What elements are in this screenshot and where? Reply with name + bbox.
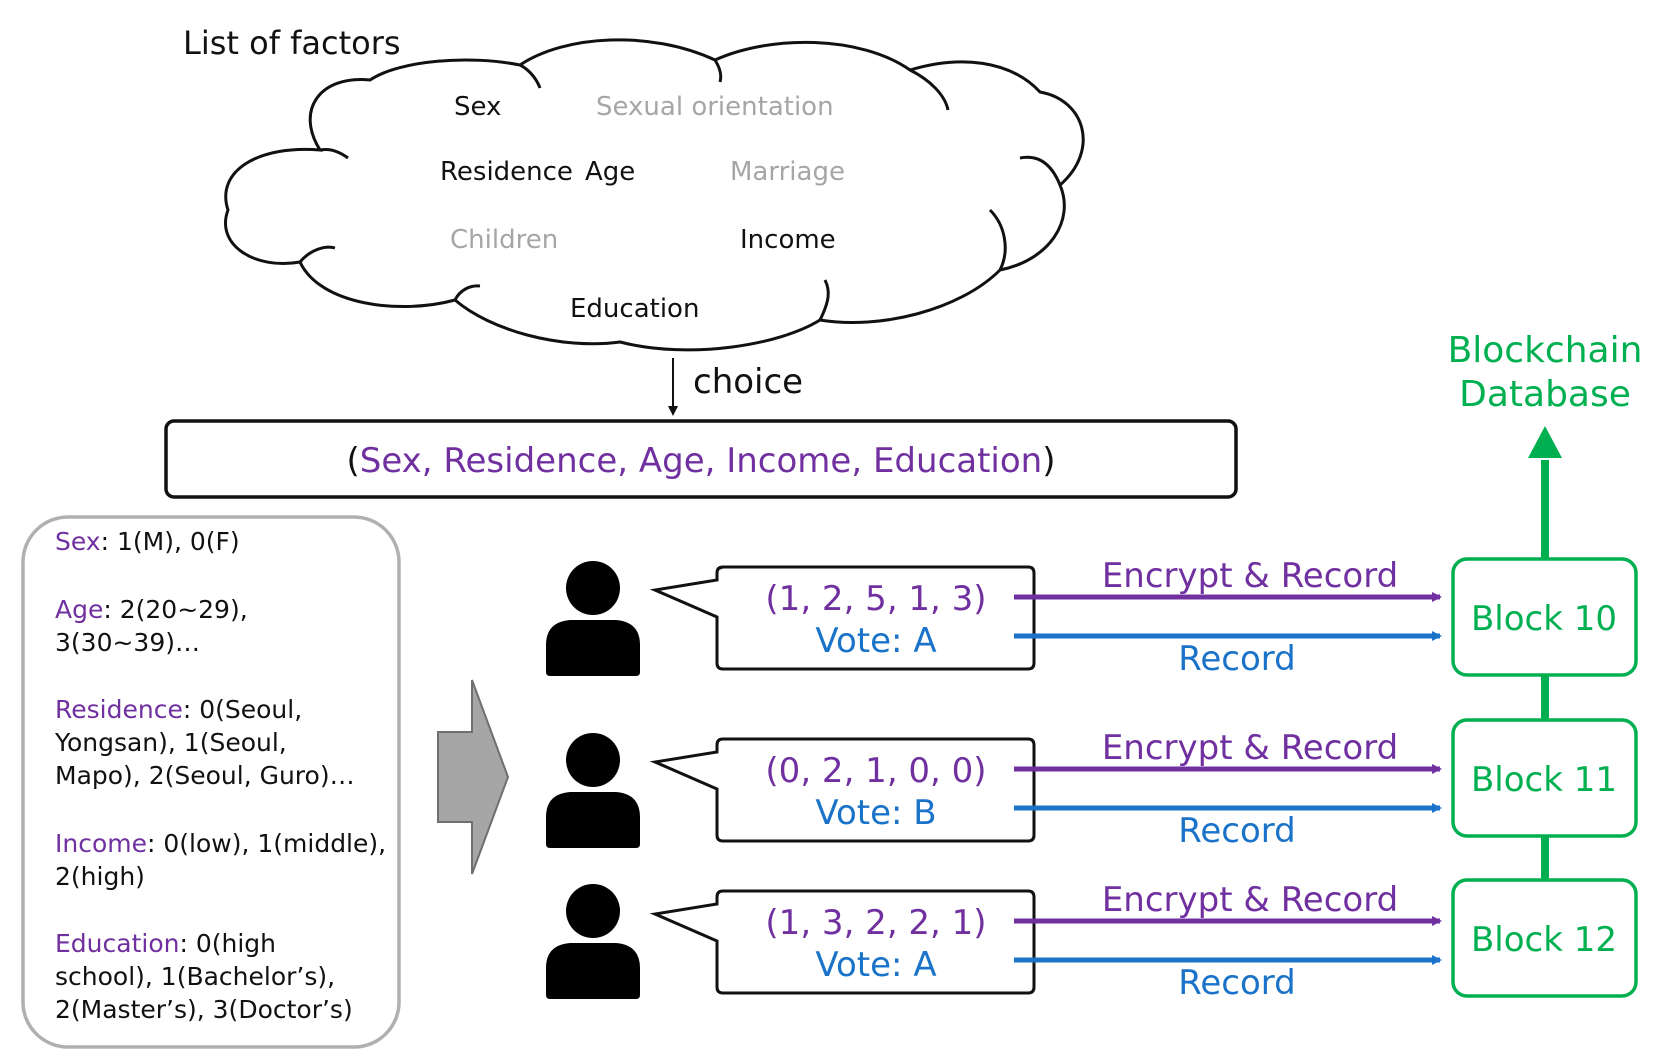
voter-vote: Vote: A xyxy=(815,621,936,661)
record-label: Record xyxy=(1178,639,1295,679)
voter-row-1: (1, 2, 5, 1, 3) Vote: A Encrypt & Record… xyxy=(546,556,1442,679)
legend-residence: Residence: 0(Seoul, xyxy=(55,695,302,724)
legend-sex: Sex: 1(M), 0(F) xyxy=(55,527,240,556)
speech-bubble xyxy=(649,737,1036,843)
block-label: Block 11 xyxy=(1471,760,1617,800)
flow-arrow-icon xyxy=(437,679,510,875)
selected-factors-tuple: (Sex, Residence, Age, Income, Education) xyxy=(347,441,1056,481)
legend-age-line2: 3(30~39)… xyxy=(55,628,200,657)
legend-education-line3: 2(Master’s), 3(Doctor’s) xyxy=(55,995,353,1024)
database-arrow-head-icon xyxy=(1528,426,1562,458)
factor-sex: Sex xyxy=(454,92,501,122)
factor-sexual-orientation: Sexual orientation xyxy=(596,92,834,122)
encrypt-record-label: Encrypt & Record xyxy=(1102,728,1398,768)
voter-code: (1, 2, 5, 1, 3) xyxy=(765,579,986,619)
factor-income: Income xyxy=(740,225,836,255)
block-11: Block 11 xyxy=(1451,718,1638,838)
block-label: Block 10 xyxy=(1471,599,1617,639)
legend-income: Income: 0(low), 1(middle), xyxy=(55,829,386,858)
legend-education-line2: school), 1(Bachelor’s), xyxy=(55,962,335,991)
legend-income-line2: 2(high) xyxy=(55,862,145,891)
legend-age: Age: 2(20~29), xyxy=(55,595,248,624)
encrypt-record-label: Encrypt & Record xyxy=(1102,556,1398,596)
legend-residence-line3: Mapo), 2(Seoul, Guro)… xyxy=(55,761,355,790)
voter-vote: Vote: A xyxy=(815,945,936,985)
choice-label: choice xyxy=(693,362,803,402)
voter-code: (0, 2, 1, 0, 0) xyxy=(765,751,986,791)
factor-education: Education xyxy=(570,294,699,324)
legend-education: Education: 0(high xyxy=(55,929,276,958)
encoding-legend-box xyxy=(21,515,401,1049)
cloud-title: List of factors xyxy=(183,24,401,62)
speech-bubble xyxy=(649,889,1036,995)
factor-cloud xyxy=(224,38,1085,352)
encrypt-record-label: Encrypt & Record xyxy=(1102,880,1398,920)
voter-row-2: (0, 2, 1, 0, 0) Vote: B Encrypt & Record… xyxy=(546,728,1442,851)
voter-code: (1, 3, 2, 2, 1) xyxy=(765,903,986,943)
block-10: Block 10 xyxy=(1451,557,1638,677)
encoding-legend: Sex: 1(M), 0(F) Age: 2(20~29), 3(30~39)…… xyxy=(54,527,386,1024)
record-label: Record xyxy=(1178,811,1295,851)
factor-children: Children xyxy=(450,225,558,255)
factor-marriage: Marriage xyxy=(730,157,845,187)
voter-vote: Vote: B xyxy=(815,793,936,833)
person-icon xyxy=(546,733,640,848)
speech-bubble xyxy=(649,565,1036,671)
block-12: Block 12 xyxy=(1451,878,1638,998)
factor-age: Age xyxy=(585,157,635,187)
block-label: Block 12 xyxy=(1471,920,1617,960)
database-title-line1: Blockchain xyxy=(1448,330,1643,371)
record-label: Record xyxy=(1178,963,1295,1003)
legend-residence-line2: Yongsan), 1(Seoul, xyxy=(54,728,287,757)
voter-row-3: (1, 3, 2, 2, 1) Vote: A Encrypt & Record… xyxy=(546,880,1442,1003)
person-icon xyxy=(546,561,640,676)
person-icon xyxy=(546,884,640,999)
factor-residence: Residence xyxy=(440,157,573,187)
selected-factors-box xyxy=(164,419,1238,499)
database-title-line2: Database xyxy=(1459,374,1631,415)
